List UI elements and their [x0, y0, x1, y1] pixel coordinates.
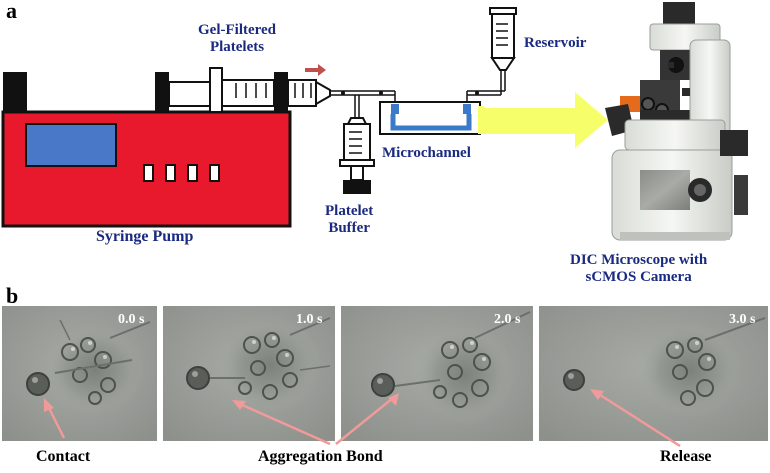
label-reservoir: Reservoir — [524, 35, 587, 51]
frame-3-time: 2.0 s — [494, 312, 521, 327]
frame-1-time: 0.0 s — [118, 312, 145, 327]
arrow-release — [596, 391, 681, 448]
arrow-aggregation-2 — [335, 397, 394, 445]
label-microscope-line1: DIC Microscope with — [570, 252, 708, 268]
pump-screen — [25, 123, 117, 167]
frame-4-time: 3.0 s — [729, 312, 756, 327]
label-microscope-line2: sCMOS Camera — [585, 269, 692, 285]
microchannel — [379, 101, 484, 135]
frame-1-image — [2, 306, 157, 441]
tubing — [330, 70, 506, 118]
caption-contact: Contact — [36, 448, 91, 465]
label-dic-microscope: DIC Microscope with sCMOS Camera — [570, 252, 707, 286]
caption-release: Release — [660, 448, 712, 465]
buffer-syringe — [339, 117, 375, 194]
panel-b-letter: b — [6, 283, 19, 308]
syringe-pump — [1, 67, 331, 228]
frame-3-image — [341, 306, 533, 441]
label-gel-filtered-platelets: Gel-Filtered Platelets — [198, 22, 276, 56]
reservoir-syringe — [489, 7, 517, 71]
arrow-aggregation-1 — [239, 402, 331, 446]
flow-arrow — [305, 64, 326, 76]
frame-2-image — [163, 306, 335, 441]
frame-2-time: 1.0 s — [296, 312, 323, 327]
dic-microscope — [605, 2, 748, 241]
label-platelet-buffer-line2: Buffer — [328, 220, 370, 236]
label-syringe-pump: Syringe Pump — [96, 228, 194, 245]
frame-4-image — [539, 306, 768, 441]
label-platelet-buffer: Platelet Buffer — [325, 203, 373, 237]
caption-aggregation-bond: Aggregation Bond — [258, 448, 383, 465]
light-beam — [484, 92, 608, 148]
label-microchannel: Microchannel — [382, 145, 471, 161]
pointer-arrows — [44, 389, 681, 448]
label-gel-filtered-line2: Platelets — [209, 39, 265, 55]
label-platelet-buffer-line1: Platelet — [325, 203, 374, 219]
panel-a-letter: a — [6, 0, 17, 23]
arrow-contact — [46, 405, 66, 439]
pump-buttons — [143, 164, 220, 182]
label-gel-filtered-line1: Gel-Filtered — [198, 22, 277, 38]
